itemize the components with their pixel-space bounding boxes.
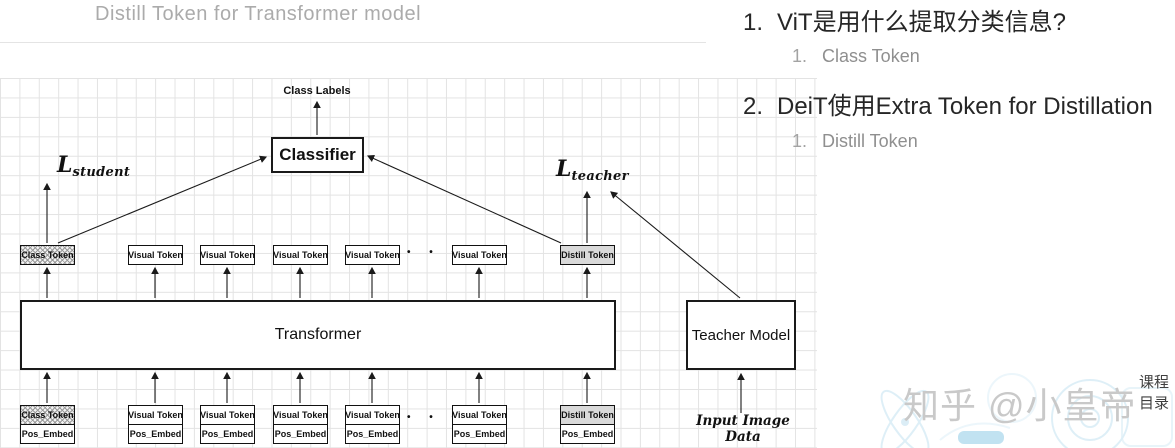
loss-teacher-subscript: teacher	[571, 169, 629, 184]
note-text: Distill Token	[822, 131, 918, 151]
pos-embed-box: Pos_Embed	[560, 423, 615, 444]
note-number: 1.	[792, 46, 808, 66]
token-stack: Visual Token Pos_Embed	[273, 405, 328, 444]
token-stack: Visual Token Pos_Embed	[452, 405, 507, 444]
note-text: Class Token	[822, 46, 920, 66]
note-text: DeiT使用Extra Token for Distillation	[777, 93, 1153, 120]
classifier-box: Classifier	[271, 137, 364, 173]
token-stack: Distill Token Pos_Embed	[560, 405, 615, 444]
class-labels-text: Class Labels	[283, 85, 351, 97]
note-number: 1.	[792, 131, 808, 151]
visual-token-box: Visual Token	[273, 405, 328, 425]
visual-token-box: Visual Token	[128, 405, 183, 425]
class-token-box: Class Token	[20, 405, 75, 425]
pos-embed-box: Pos_Embed	[273, 423, 328, 444]
visual-token-box: Visual Token	[452, 405, 507, 425]
distill-token-box: Distill Token	[560, 405, 615, 425]
pos-embed-box: Pos_Embed	[452, 423, 507, 444]
note-number: 2.	[743, 93, 764, 120]
loss-student-subscript: student	[72, 165, 131, 180]
transformer-box: Transformer	[20, 300, 616, 370]
deit-architecture-diagram: Class Labels Classifier Lstudent Lteache…	[20, 85, 796, 445]
token-stack: Visual Token Pos_Embed	[128, 405, 183, 444]
course-catalog-tab-line1: 课程	[1139, 374, 1170, 391]
note-text: ViT是用什么提取分类信息?	[777, 9, 1066, 36]
distill-token-box: Distill Token	[560, 245, 615, 265]
visual-token-box: Visual Token	[345, 405, 400, 425]
loss-student-base: L	[57, 152, 73, 178]
loss-teacher-label: Lteacher	[556, 156, 629, 184]
visual-token-box: Visual Token	[200, 245, 255, 265]
token-stack: Visual Token Pos_Embed	[200, 405, 255, 444]
zhihu-watermark: 知乎 @小皇帝	[903, 385, 1137, 426]
visual-token-box: Visual Token	[345, 245, 400, 265]
token-stack: Visual Token Pos_Embed	[345, 405, 400, 444]
course-catalog-tab-line2: 目录	[1139, 395, 1170, 412]
pos-embed-box: Pos_Embed	[345, 423, 400, 444]
visual-token-box: Visual Token	[200, 405, 255, 425]
ellipsis-dots: • • •	[407, 412, 464, 423]
ellipsis-dots: • • •	[407, 247, 464, 258]
diagram-arrows	[43, 100, 745, 413]
visual-token-box: Visual Token	[128, 245, 183, 265]
pos-embed-box: Pos_Embed	[200, 423, 255, 444]
loss-teacher-base: L	[556, 156, 572, 182]
title-divider	[0, 42, 706, 43]
teacher-model-box: Teacher Model	[686, 300, 796, 370]
token-stack: Class Token Pos_Embed	[20, 405, 75, 444]
class-token-box: Class Token	[20, 245, 75, 265]
note-item-1: 1. ViT是用什么提取分类信息?	[743, 2, 1066, 37]
page-title: Distill Token for Transformer model	[95, 3, 422, 25]
note-item-2: 2. DeiT使用Extra Token for Distillation	[743, 86, 1153, 121]
pos-embed-box: Pos_Embed	[128, 423, 183, 444]
loss-student-label: Lstudent	[57, 152, 130, 180]
input-image-data-label: Input Image Data	[696, 413, 790, 445]
deco-pill	[958, 431, 1004, 444]
note-subitem-2: 1. Distill Token	[792, 131, 918, 152]
visual-token-box: Visual Token	[452, 245, 507, 265]
course-catalog-tab[interactable]: 课程 目录	[1139, 372, 1169, 414]
visual-token-box: Visual Token	[273, 245, 328, 265]
note-subitem-1: 1. Class Token	[792, 46, 920, 67]
pos-embed-box: Pos_Embed	[20, 423, 75, 444]
note-number: 1.	[743, 9, 764, 36]
